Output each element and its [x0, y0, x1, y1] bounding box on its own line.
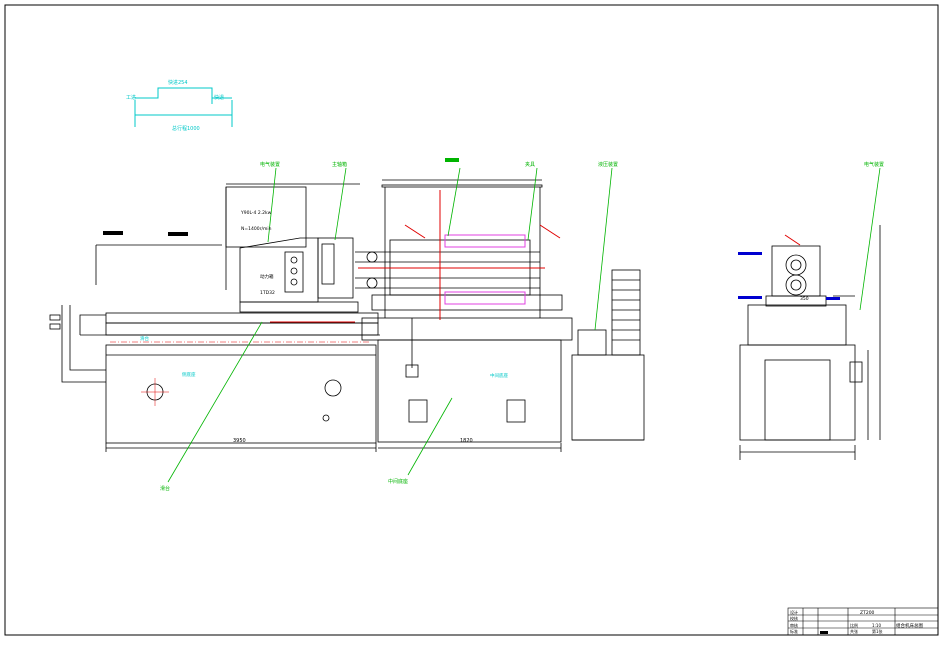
workpiece [444, 234, 526, 305]
motor-spec-2: N=1400r/min [241, 226, 272, 232]
slide-table-label: 滑台 [140, 335, 149, 342]
dim-stroke-total: 总行程1000 [172, 125, 200, 132]
side-marker-c [826, 297, 840, 300]
label-fixture: 夹具 [525, 161, 535, 168]
tb-sheet-label: 共张 [850, 628, 858, 634]
tb-drawing-name: 组合机床总图 [896, 622, 923, 629]
hydraulic-unit [571, 269, 645, 441]
dim-side-width: 350 [800, 296, 809, 302]
tb-row-2: 审核 [790, 622, 798, 628]
dim-stroke-b: 快退 [214, 94, 224, 101]
middle-base-label: 中间底座 [490, 372, 508, 379]
power-head-label: 动力箱 [260, 273, 274, 280]
green-mark [445, 158, 459, 162]
title-block [787, 607, 939, 636]
stroke-diagram [134, 87, 233, 127]
side-base-label: 侧底座 [182, 371, 196, 378]
side-marker-b [738, 296, 762, 299]
tb-sheet-value: 第1张 [872, 628, 883, 634]
label-middle-base: 中间底座 [388, 478, 408, 485]
black-mark-a [103, 231, 123, 235]
label-hydraulic: 液压装置 [598, 161, 618, 168]
tb-black-mark [820, 631, 828, 634]
power-head-code: 1TD32 [260, 290, 275, 296]
side-view [739, 225, 881, 460]
label-spindle-box: 主轴箱 [332, 161, 347, 168]
dim-fast-fwd: 快进254 [168, 79, 188, 86]
leader-lines [167, 167, 881, 483]
label-electrical-top: 电气装置 [260, 161, 280, 168]
border-frame [4, 4, 939, 636]
label-electrical-side: 电气装置 [864, 161, 884, 168]
tb-row-0: 设计 [790, 609, 798, 615]
dim-mid: 1820 [460, 438, 473, 444]
dim-stroke-a: 工进 [126, 94, 136, 101]
motor-spec-1: Y90L-4 2.2kw [240, 210, 272, 216]
tb-drawing-code: ZT200 [860, 610, 875, 616]
tb-scale-label: 比例 [850, 622, 858, 628]
dim-overall: 3950 [233, 438, 246, 444]
centerlines [110, 341, 370, 406]
tb-row-3: 标准 [790, 628, 798, 634]
side-marker-a [738, 252, 762, 255]
black-mark-b [168, 232, 188, 236]
tb-row-1: 校核 [790, 615, 798, 621]
tb-scale-value: 1:10 [872, 623, 881, 628]
label-slide-bottom: 滑台 [160, 485, 170, 492]
front-view [49, 179, 573, 452]
clamp-details [270, 190, 801, 323]
